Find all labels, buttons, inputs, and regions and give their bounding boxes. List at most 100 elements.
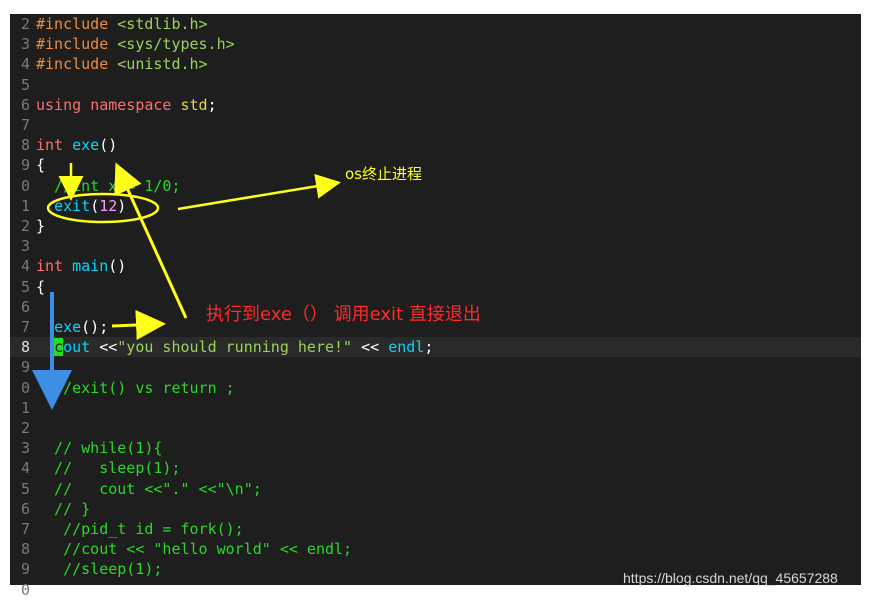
code-text: //pid_t id = fork();: [36, 519, 244, 539]
line-number: 3: [20, 237, 30, 256]
code-token: [36, 197, 54, 215]
code-token: int: [36, 257, 64, 276]
code-line[interactable]: 7 //pid_t id = fork();: [10, 519, 861, 539]
code-token: (): [99, 136, 118, 155]
code-line[interactable]: 7: [10, 115, 861, 135]
line-number: 9: [20, 560, 30, 579]
code-token: out: [63, 338, 91, 357]
code-token: [81, 96, 90, 114]
code-token: ;: [424, 338, 434, 357]
line-number: 3: [20, 439, 30, 458]
code-token: {: [36, 156, 46, 175]
code-token: //sleep(1);: [36, 560, 163, 579]
code-line[interactable]: 0: [10, 580, 861, 600]
code-token: int: [36, 136, 64, 155]
code-text: exe();: [36, 317, 108, 337]
text-cursor: c: [54, 338, 64, 357]
code-text: cout <<"you should running here!" << end…: [36, 337, 433, 357]
code-line[interactable]: 6 using namespace std;: [10, 95, 861, 115]
line-number: 3: [20, 35, 30, 54]
code-line[interactable]: 5 // cout <<"." <<"\n";: [10, 479, 861, 499]
code-token: //pid_t id = fork();: [36, 520, 244, 538]
code-token: [36, 338, 54, 356]
code-token: <stdlib.h>: [117, 15, 208, 33]
line-number: 2: [20, 419, 30, 437]
code-line[interactable]: 2}: [10, 216, 861, 236]
code-token: [108, 55, 117, 73]
code-line[interactable]: 1: [10, 398, 861, 418]
line-number: 6: [20, 95, 30, 114]
code-token: // cout <<"." <<"\n";: [36, 479, 262, 498]
code-line[interactable]: 2: [10, 418, 861, 438]
code-line-current[interactable]: 8 cout <<"you should running here!" << e…: [10, 337, 861, 358]
line-number: 5: [20, 75, 30, 94]
code-line[interactable]: 3 #include <sys/types.h>: [10, 34, 861, 54]
code-line[interactable]: 9 //sleep(1);: [10, 559, 861, 579]
code-token: "you should running here!": [117, 338, 353, 357]
code-line[interactable]: 7 exe();: [10, 317, 861, 337]
code-token: #include: [36, 15, 109, 33]
code-token: {: [36, 277, 46, 296]
code-line[interactable]: 0 //exit() vs return ;: [10, 378, 861, 398]
code-text: using namespace std;: [36, 95, 217, 115]
code-line[interactable]: 4 // sleep(1);: [10, 458, 861, 478]
code-token: // sleep(1);: [36, 459, 181, 478]
code-text: #include <unistd.h>: [36, 54, 208, 74]
code-token: #include: [36, 35, 109, 54]
code-line[interactable]: 2 #include <stdlib.h>: [10, 14, 861, 34]
line-number: 7: [20, 116, 30, 134]
line-number: 6: [20, 499, 30, 518]
code-token: exe: [72, 136, 100, 155]
code-line[interactable]: 9{: [10, 155, 861, 175]
code-text: //exit() vs return ;: [36, 378, 235, 398]
line-number: 4: [20, 257, 30, 276]
line-number: 4: [20, 55, 30, 74]
line-number: 7: [20, 520, 30, 538]
code-line[interactable]: 8 //cout << "hello world" << endl;: [10, 539, 861, 559]
line-number: 0: [20, 176, 30, 195]
code-text: // sleep(1);: [36, 458, 181, 478]
code-token: //cout << "hello world" << endl;: [36, 540, 353, 559]
code-text: // cout <<"." <<"\n";: [36, 479, 262, 499]
code-token: ;: [207, 95, 217, 114]
code-text: #include <stdlib.h>: [36, 14, 208, 34]
os-terminate-note: os终止进程: [345, 165, 422, 183]
code-line[interactable]: 6 // }: [10, 499, 861, 519]
exec-exit-note: 执行到exe（） 调用exit 直接退出: [206, 304, 481, 325]
code-line[interactable]: 4 #include <unistd.h>: [10, 54, 861, 74]
code-line[interactable]: 0 //int x = 1/0;: [10, 176, 861, 196]
code-token: //int x = 1/0;: [36, 176, 181, 195]
line-number: 1: [20, 398, 30, 417]
code-line[interactable]: 3 // while(1){: [10, 438, 861, 458]
code-text: {: [36, 155, 45, 175]
line-number: 2: [20, 15, 30, 33]
line-number: 8: [20, 540, 30, 559]
code-text: //int x = 1/0;: [36, 176, 181, 196]
code-line[interactable]: 9: [10, 357, 861, 377]
code-token: [171, 96, 180, 114]
code-line[interactable]: 5: [10, 75, 861, 95]
code-line[interactable]: 3: [10, 236, 861, 256]
line-number: 1: [20, 196, 30, 215]
line-number: 9: [20, 156, 30, 175]
code-text: #include <sys/types.h>: [36, 34, 235, 54]
code-token: ): [117, 196, 127, 215]
code-token: 12: [99, 196, 118, 215]
code-token: exit: [54, 196, 91, 215]
code-token: std: [180, 95, 208, 114]
code-token: // while(1){: [36, 439, 163, 458]
line-number: 6: [20, 297, 30, 316]
line-number: 0: [20, 580, 30, 599]
code-line[interactable]: 1 exit(12): [10, 196, 861, 216]
code-line[interactable]: 6: [10, 297, 861, 317]
code-token: exe: [54, 318, 82, 336]
code-token: <<: [90, 338, 118, 357]
code-token: (: [90, 196, 100, 215]
code-text: int exe(): [36, 135, 117, 155]
code-token: [63, 136, 72, 154]
code-line[interactable]: 5{: [10, 277, 861, 297]
code-token: #include: [36, 55, 109, 74]
code-token: endl: [388, 338, 425, 357]
